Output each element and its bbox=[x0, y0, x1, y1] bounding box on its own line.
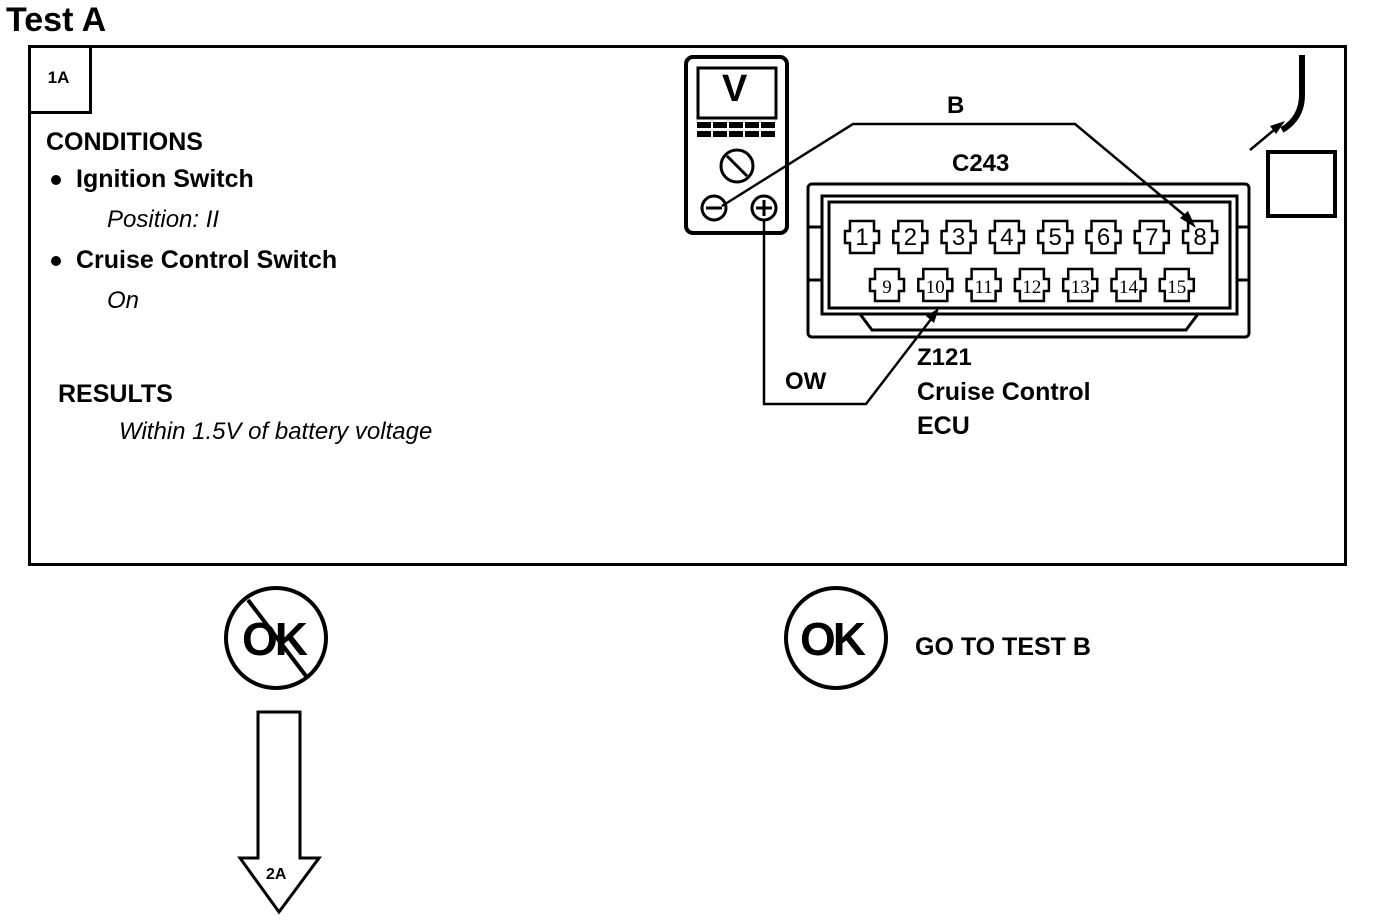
pin-outline-13 bbox=[1061, 267, 1099, 303]
pin-outline-10 bbox=[917, 267, 954, 303]
pin-label-11: 11 bbox=[974, 277, 992, 298]
next-step-arrow bbox=[237, 710, 322, 915]
pin-label-9: 9 bbox=[882, 277, 892, 298]
positive-terminal-icon bbox=[750, 194, 778, 222]
negative-terminal-icon bbox=[700, 194, 728, 222]
results-text: Within 1.5V of battery voltage bbox=[119, 418, 433, 445]
condition-cruise-label: Cruise Control Switch bbox=[76, 246, 338, 274]
bullet-icon bbox=[51, 175, 61, 185]
pin-outline-11 bbox=[965, 267, 1002, 303]
pin-outline-14 bbox=[1110, 267, 1147, 303]
condition-ignition-value: Position: II bbox=[107, 206, 220, 233]
condition-cruise-value: On bbox=[107, 287, 140, 314]
connector-pins-top: 1 2 3 4 5 6 7 8 bbox=[843, 219, 1219, 255]
meter-display-text: V bbox=[722, 68, 748, 110]
pin-outline-15 bbox=[1158, 267, 1196, 303]
pin-outline-3 bbox=[940, 219, 977, 255]
wire-ow bbox=[762, 220, 936, 406]
pin-label-4: 4 bbox=[1000, 224, 1013, 251]
wire-b-arrowhead bbox=[1180, 211, 1196, 228]
pin-label-14: 14 bbox=[1119, 277, 1139, 298]
pin-outline-12 bbox=[1013, 267, 1051, 303]
pin-outline-4 bbox=[988, 219, 1026, 255]
pin-outline-2 bbox=[892, 219, 929, 255]
pin-outline-8 bbox=[1181, 219, 1219, 255]
meter-display bbox=[696, 66, 778, 120]
pin-label-7: 7 bbox=[1145, 224, 1158, 251]
not-ok-symbol bbox=[224, 586, 328, 690]
wire-b bbox=[721, 122, 1191, 221]
pin-label-3: 3 bbox=[952, 224, 965, 251]
pin-outline-5 bbox=[1036, 219, 1074, 255]
pin-label-15: 15 bbox=[1167, 277, 1186, 298]
condition-ignition-label: Ignition Switch bbox=[76, 165, 254, 193]
wire-ow-label: OW bbox=[785, 368, 827, 395]
pin-label-10: 10 bbox=[926, 277, 945, 298]
step-id-box: 1A bbox=[28, 45, 92, 114]
pin-label-1: 1 bbox=[855, 224, 868, 251]
selector-dial-icon bbox=[719, 148, 755, 184]
pin-label-6: 6 bbox=[1097, 224, 1110, 251]
pin-outline-6 bbox=[1085, 219, 1122, 255]
component-name-line2: ECU bbox=[917, 412, 970, 440]
next-step-label: 2A bbox=[266, 866, 287, 883]
connector-id: C243 bbox=[952, 150, 1010, 177]
pin-label-13: 13 bbox=[1071, 277, 1090, 298]
ok-label: OK bbox=[800, 613, 866, 665]
meter-buttons bbox=[697, 122, 775, 137]
ok-symbol bbox=[784, 586, 888, 690]
page-title: Test A bbox=[6, 1, 107, 39]
voltmeter bbox=[684, 55, 789, 235]
conditions-heading: CONDITIONS bbox=[46, 128, 203, 156]
component-id: Z121 bbox=[917, 344, 972, 371]
pin-label-5: 5 bbox=[1049, 224, 1062, 251]
ground-symbol-icon bbox=[1249, 55, 1337, 218]
pin-outline-7 bbox=[1133, 219, 1171, 255]
pin-outline-9 bbox=[868, 267, 906, 303]
pin-label-8: 8 bbox=[1193, 224, 1206, 251]
pin-label-2: 2 bbox=[904, 224, 917, 251]
connector-pins-bottom: 9 10 11 12 13 14 15 bbox=[868, 267, 1196, 303]
not-ok-label: OK bbox=[242, 613, 308, 665]
wire-b-label: B bbox=[947, 92, 965, 119]
go-to-test-b: GO TO TEST B bbox=[915, 633, 1091, 661]
pin-outline-1 bbox=[843, 219, 881, 255]
connector-c243 bbox=[806, 182, 1251, 339]
pin-label-12: 12 bbox=[1022, 277, 1041, 298]
component-name-line1: Cruise Control bbox=[917, 378, 1091, 406]
results-heading: RESULTS bbox=[58, 380, 173, 408]
test-panel bbox=[28, 45, 1347, 566]
bullet-icon bbox=[51, 256, 61, 266]
